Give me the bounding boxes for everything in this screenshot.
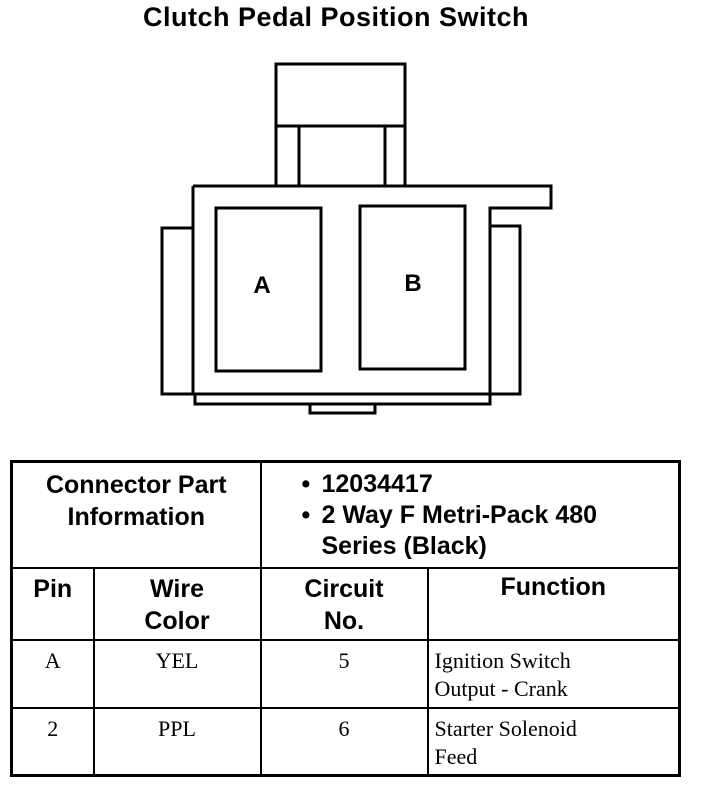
row1-function-line1: Ignition Switch — [434, 647, 571, 673]
row2-pin: 2 — [10, 706, 95, 777]
bullet-1: • — [301, 470, 311, 498]
connector-body — [191, 184, 553, 396]
header-function-cell: Function — [426, 566, 681, 641]
header-wire-color-cell: Wire Color — [92, 566, 262, 641]
header-pin-cell: Pin — [10, 566, 95, 641]
row2-function: Starter Solenoid Feed — [426, 706, 681, 777]
part-info-label-line2: Information — [67, 503, 206, 531]
pin-cavity-b — [358, 204, 467, 371]
part-info-label-cell: Connector Part Information — [10, 460, 262, 569]
header-wire-color-line2: Color — [144, 606, 210, 635]
connector-bottom-rim — [193, 394, 492, 406]
part-info-label-line1: Connector Part — [45, 471, 227, 499]
header-circuit-cell: Circuit No. — [259, 566, 429, 641]
row1-function: Ignition Switch Output - Crank — [426, 638, 681, 709]
header-function: Function — [500, 572, 607, 601]
column-header-row: Pin Wire Color Circuit No. Function — [10, 566, 681, 641]
table-row: A YEL 5 Ignition Switch Output - Crank — [10, 638, 681, 709]
pin-label-b: B — [404, 270, 421, 297]
pin-cavity-a — [214, 206, 323, 373]
connector-left-rail — [160, 226, 193, 396]
connector-bottom-key — [308, 404, 377, 415]
connector-drawing: A B — [160, 62, 553, 415]
header-circuit-line2: No. — [323, 606, 365, 635]
row2-function-line2: Feed — [434, 743, 478, 769]
header-wire-color-line1: Wire — [150, 574, 204, 603]
part-info-row: Connector Part Information • 12034417 • 2 … — [10, 460, 681, 569]
row1-circuit: 5 — [259, 638, 429, 709]
part-info-value-cell: • 12034417 • 2 Way F Metri-Pack 480 Series… — [259, 460, 681, 569]
connector-description-line1: 2 Way F Metri-Pack 480 — [321, 501, 598, 529]
row2-circuit: 6 — [259, 706, 429, 777]
row2-function-line1: Starter Solenoid — [434, 715, 577, 741]
header-circuit-line1: Circuit — [304, 574, 384, 603]
connector-right-rail — [490, 224, 522, 396]
bullet-2: • — [301, 501, 311, 529]
pin-label-a: A — [253, 272, 270, 299]
connector-part-number: 12034417 — [321, 470, 433, 498]
row1-pin: A — [10, 638, 95, 709]
pinout-table: Connector Part Information • 12034417 • 2 … — [10, 460, 681, 777]
row2-wire-color: PPL — [92, 706, 262, 777]
connector-description-line2: Series (Black) — [321, 532, 487, 560]
diagram-title: Clutch Pedal Position Switch — [142, 2, 530, 32]
header-pin: Pin — [33, 574, 73, 603]
row1-wire-color: YEL — [92, 638, 262, 709]
row1-function-line2: Output - Crank — [434, 675, 568, 701]
table-row: 2 PPL 6 Starter Solenoid Feed — [10, 706, 681, 777]
